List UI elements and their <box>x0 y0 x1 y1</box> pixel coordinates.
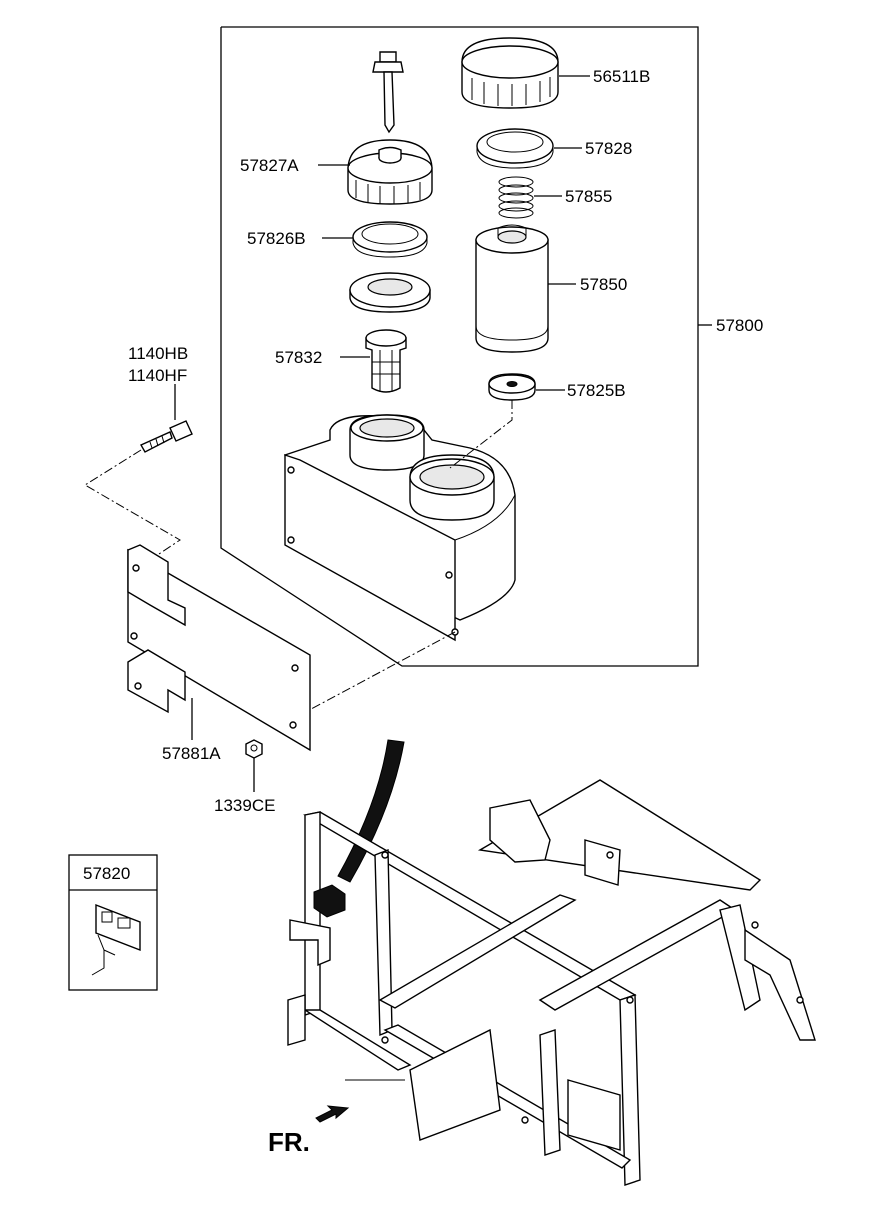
seat-ring[interactable] <box>349 272 431 313</box>
reservoir-tank[interactable] <box>284 414 516 642</box>
label-57832: 57832 <box>275 348 322 367</box>
label-1140HB: 1140HB <box>128 344 188 363</box>
label-57800: 57800 <box>716 316 763 335</box>
label-57825B: 57825B <box>567 381 626 400</box>
bolt-1140HB-1140HF[interactable] <box>140 384 193 453</box>
label-1140HF: 1140HF <box>128 366 187 385</box>
gasket-57828[interactable] <box>476 128 582 169</box>
label-57826B: 57826B <box>247 229 306 248</box>
front-direction-arrow <box>315 1105 350 1123</box>
label-57855: 57855 <box>565 187 612 206</box>
nut-1339CE[interactable] <box>245 739 263 792</box>
label-1339CE: 1339CE <box>214 796 275 815</box>
vehicle-frame <box>287 779 816 1186</box>
stud-pin[interactable] <box>372 51 404 134</box>
bracket-57881A[interactable] <box>127 544 311 752</box>
assembly-boundary <box>220 26 699 667</box>
label-57881A: 57881A <box>162 744 221 763</box>
cap-57827A[interactable] <box>318 139 433 205</box>
gasket-57826B[interactable] <box>322 221 428 258</box>
plate-57825B[interactable] <box>488 373 565 401</box>
strainer-57832[interactable] <box>340 329 407 393</box>
label-57828: 57828 <box>585 139 632 158</box>
front-direction-label: FR. <box>268 1127 310 1157</box>
label-57850: 57850 <box>580 275 627 294</box>
inset-57820[interactable] <box>68 854 158 991</box>
location-arrow <box>337 739 405 883</box>
cap-56511B[interactable] <box>461 37 590 109</box>
label-57827A: 57827A <box>240 156 299 175</box>
label-56511B: 56511B <box>593 67 650 86</box>
label-57820: 57820 <box>83 864 130 883</box>
spring-57855[interactable] <box>498 176 562 219</box>
filter-57850[interactable] <box>475 224 576 353</box>
